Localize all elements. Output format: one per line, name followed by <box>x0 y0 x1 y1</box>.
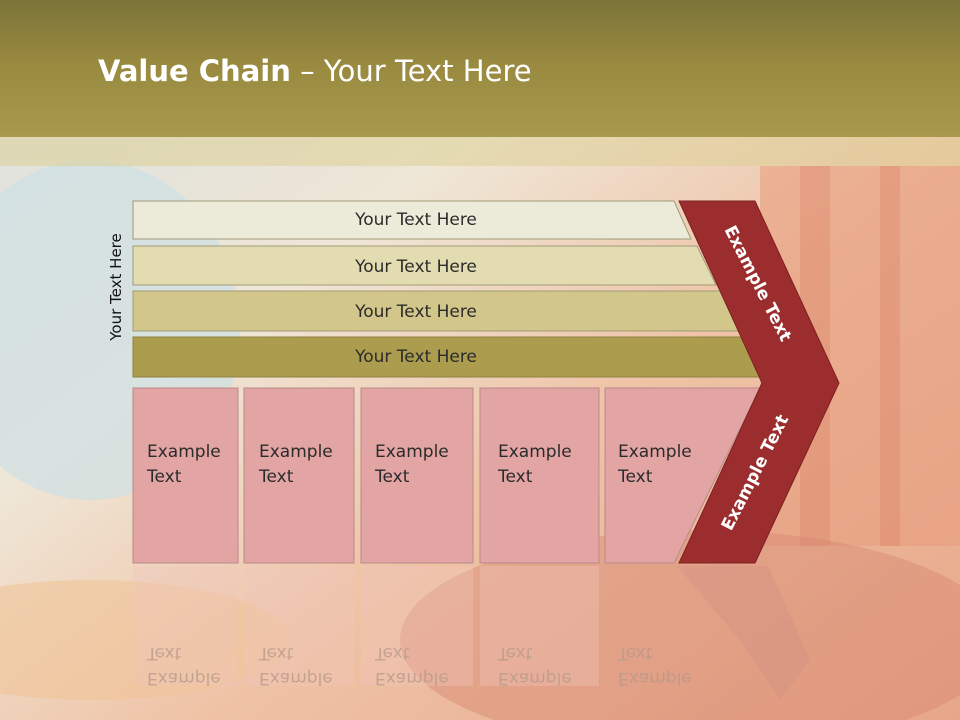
reflection-text-2: Example Text <box>259 640 333 690</box>
reflection-1-line-1: Example <box>147 668 221 688</box>
reflection-2-line-1: Example <box>259 668 333 688</box>
page-title: Value Chain – Your Text Here <box>98 54 532 88</box>
reflection-text-1: Example Text <box>147 640 221 690</box>
column-box-2 <box>243 387 355 564</box>
reflection-5-line-2: Text <box>618 643 653 663</box>
header-band <box>0 137 960 166</box>
title-bold: Value Chain <box>98 54 291 88</box>
reflection-text-5: Example Text <box>618 640 692 690</box>
reflection-box-4 <box>480 566 599 686</box>
row-bar-2 <box>132 245 717 286</box>
reflection-4-line-1: Example <box>498 668 572 688</box>
column-5-line-1: Example <box>618 442 692 462</box>
reflection-2-line-2: Text <box>259 643 294 663</box>
column-3-line-2: Text <box>375 467 410 487</box>
column-2-line-2: Text <box>259 467 294 487</box>
column-box-1 <box>132 387 239 564</box>
reflection-box-2 <box>244 566 354 686</box>
reflection-5-line-1: Example <box>618 668 692 688</box>
column-3-line-1: Example <box>375 442 449 462</box>
column-box-4 <box>479 387 600 564</box>
reflection-1-line-2: Text <box>147 643 182 663</box>
column-2-line-1: Example <box>259 442 333 462</box>
row-label-2: Your Text Here <box>354 257 477 277</box>
reflection-text-4: Example Text <box>498 640 572 690</box>
chevron-arrow <box>678 200 840 564</box>
column-1-line-1: Example <box>147 442 221 462</box>
row-bar-1 <box>132 200 692 240</box>
row-label-4: Your Text Here <box>354 347 477 367</box>
row-label-3: Your Text Here <box>354 302 477 322</box>
reflection-3-line-2: Text <box>375 643 410 663</box>
reflection-box-1 <box>133 566 238 686</box>
row-label-1: Your Text Here <box>354 210 477 230</box>
reflection-3-line-1: Example <box>375 668 449 688</box>
reflection-box-3 <box>361 566 473 686</box>
header-bar <box>0 0 960 137</box>
column-box-3 <box>360 387 474 564</box>
title-rest: – Your Text Here <box>290 54 532 88</box>
column-4-line-1: Example <box>498 442 572 462</box>
column-4-line-2: Text <box>498 467 533 487</box>
reflection-text-3: Example Text <box>375 640 449 690</box>
column-5-line-2: Text <box>618 467 653 487</box>
reflection-chevron <box>677 566 810 700</box>
column-1-line-2: Text <box>147 467 182 487</box>
column-box-5 <box>604 387 761 564</box>
reflection-4-line-2: Text <box>498 643 533 663</box>
